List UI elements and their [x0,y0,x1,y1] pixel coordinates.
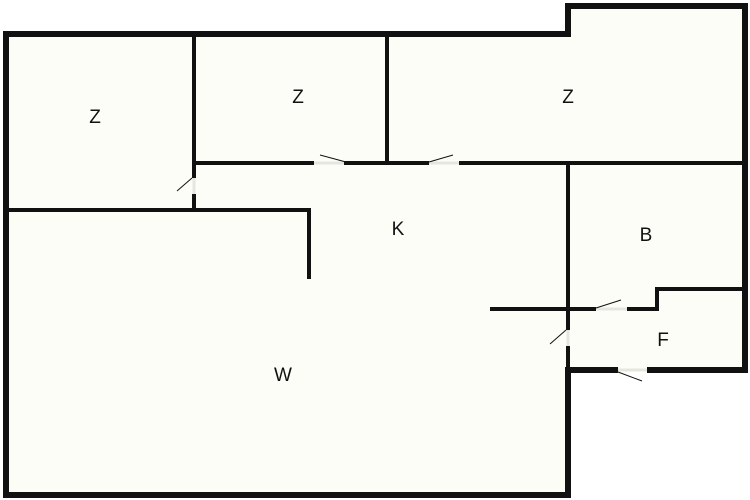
room-label-k: K [392,219,405,240]
wall [627,287,747,311]
door-swing [549,329,567,345]
door-swing [595,299,622,309]
room-label-z-left: Z [89,107,101,128]
floor-area [6,6,745,495]
room-label-z-middle: Z [292,87,304,108]
door-swing [319,154,347,163]
door-swing [617,371,643,382]
room-label-f: F [657,330,669,351]
door-swing [428,154,454,163]
room-label-w: W [274,365,292,386]
room-label-z-right: Z [562,87,574,108]
room-label-b: B [640,225,653,246]
outer-wall [3,3,748,498]
door-swing [176,177,193,192]
